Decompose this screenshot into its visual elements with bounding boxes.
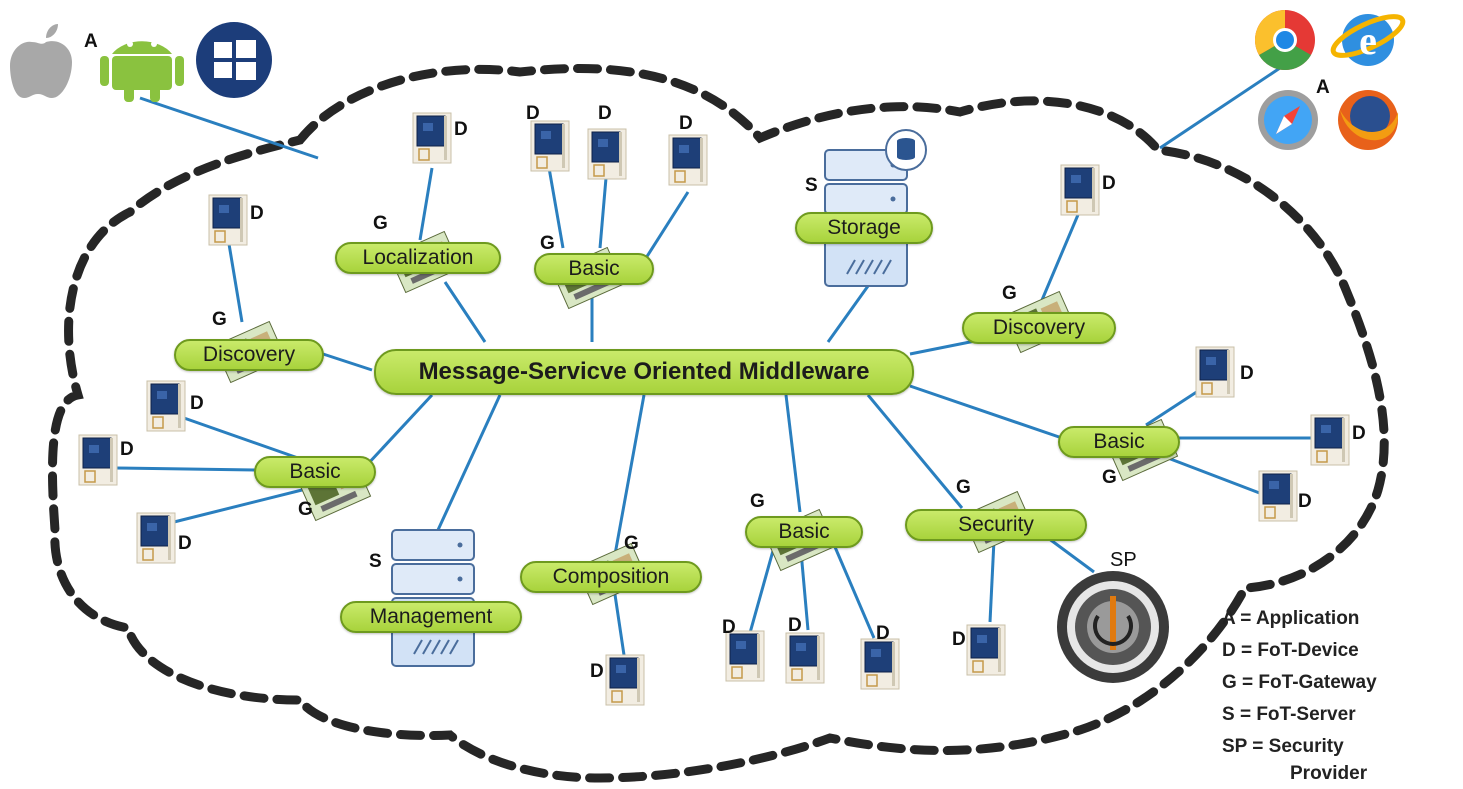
apple-icon — [10, 24, 72, 98]
module-discovery-left: Discovery — [174, 339, 324, 371]
tag-gateway: G — [624, 533, 639, 554]
legend-item-application: A = Application — [1222, 608, 1360, 629]
fot-device-icon — [605, 654, 645, 706]
legend-item-security-provider: SP = Security — [1222, 736, 1344, 757]
fot-device-icon — [587, 128, 627, 180]
tag-device: D — [590, 661, 604, 682]
chrome-icon — [1254, 9, 1315, 71]
security-provider-seal-icon — [1057, 571, 1169, 683]
tag-device: D — [788, 615, 802, 636]
module-management: Management — [340, 601, 522, 633]
tag-device: D — [722, 617, 736, 638]
tag-application: A — [1316, 77, 1330, 98]
cloud-boundary — [47, 63, 1389, 783]
fot-device-icon — [668, 134, 708, 186]
fot-device-icon — [1258, 470, 1298, 522]
legend-item-device: D = FoT-Device — [1222, 640, 1359, 661]
fot-device-icon — [1195, 346, 1235, 398]
module-basic-left: Basic — [254, 456, 376, 488]
fot-device-icon — [785, 632, 825, 684]
firefox-icon — [1338, 90, 1399, 150]
internet-explorer-icon: e — [1330, 14, 1406, 66]
legend-item-security-provider-cont: Provider — [1290, 763, 1368, 784]
tag-gateway: G — [373, 213, 388, 234]
connection-lines — [114, 66, 1322, 656]
fot-device-icon — [412, 112, 452, 164]
tag-device: D — [876, 623, 890, 644]
legend: A = Application D = FoT-Device G = FoT-G… — [1222, 603, 1377, 785]
tag-device: D — [190, 393, 204, 414]
fot-device-icon — [725, 630, 765, 682]
module-basic-top: Basic — [534, 253, 654, 285]
tag-device: D — [526, 103, 540, 124]
fot-server-icon — [391, 529, 475, 667]
windows-icon — [196, 22, 272, 98]
fot-device-icon — [1060, 164, 1100, 216]
tag-gateway: G — [298, 499, 313, 520]
tag-server: S — [369, 551, 382, 572]
tag-gateway: G — [212, 309, 227, 330]
tag-device: D — [679, 113, 693, 134]
module-security: Security — [905, 509, 1087, 541]
svg-text:e: e — [1359, 18, 1377, 63]
module-composition: Composition — [520, 561, 702, 593]
tag-device: D — [178, 533, 192, 554]
fot-device-icon — [1310, 414, 1350, 466]
tag-application: A — [84, 31, 98, 52]
module-discovery-right: Discovery — [962, 312, 1116, 344]
module-basic-bottom: Basic — [745, 516, 863, 548]
safari-icon — [1258, 90, 1318, 150]
tag-device: D — [454, 119, 468, 140]
fot-device-icon — [208, 194, 248, 246]
legend-item-server: S = FoT-Server — [1222, 704, 1356, 725]
tag-gateway: G — [1002, 283, 1017, 304]
database-icon — [885, 129, 927, 171]
tag-device: D — [250, 203, 264, 224]
tag-device: D — [952, 629, 966, 650]
tag-gateway: G — [1102, 467, 1117, 488]
tag-device: D — [1352, 423, 1366, 444]
tag-device: D — [1240, 363, 1254, 384]
fot-device-icon — [966, 624, 1006, 676]
legend-item-gateway: G = FoT-Gateway — [1222, 672, 1377, 693]
tag-gateway: G — [540, 233, 555, 254]
middleware-bus: Message-Servicve Oriented Middleware — [374, 349, 914, 395]
fot-device-icon — [78, 434, 118, 486]
tag-gateway: G — [750, 491, 765, 512]
module-localization: Localization — [335, 242, 501, 274]
fot-device-icon — [136, 512, 176, 564]
android-icon — [100, 41, 184, 102]
fot-device-icon — [860, 638, 900, 690]
tag-security-provider: SP — [1110, 549, 1137, 571]
tag-device: D — [120, 439, 134, 460]
tag-device: D — [598, 103, 612, 124]
module-storage: Storage — [795, 212, 933, 244]
tag-gateway: G — [956, 477, 971, 498]
fot-device-icon — [146, 380, 186, 432]
fot-device-icon — [530, 120, 570, 172]
tag-server: S — [805, 175, 818, 196]
tag-device: D — [1298, 491, 1312, 512]
tag-device: D — [1102, 173, 1116, 194]
module-basic-right: Basic — [1058, 426, 1180, 458]
